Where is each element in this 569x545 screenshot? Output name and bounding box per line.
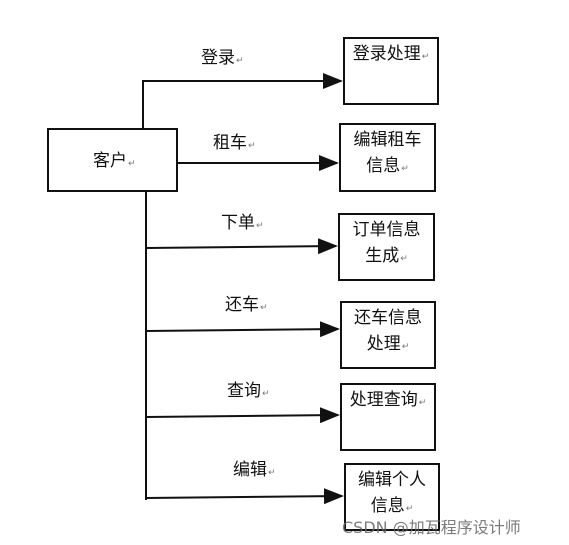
process-box-order: 订单信息生成↵ (338, 213, 435, 281)
process-box-return: 还车信息处理↵ (340, 301, 436, 369)
process-label: 处理查询 (349, 390, 418, 410)
process-box-login: 登录处理↵ (343, 37, 439, 105)
watermark-text: CSDN @加瓦程序设计师 (342, 518, 521, 537)
process-label: 编辑租车信息 (353, 130, 422, 176)
connector-edit (145, 488, 344, 505)
edge-label-query: 查询↵ (227, 381, 270, 401)
edge-label-order: 下单↵ (221, 213, 264, 233)
connector-login (142, 73, 343, 128)
edge-label-return: 还车↵ (225, 295, 268, 315)
process-box-query: 处理查询↵ (340, 383, 436, 451)
process-box-edit: 编辑个人信息↵ (344, 463, 440, 531)
edge-label-rent: 租车↵ (213, 133, 256, 153)
paragraph-mark: ↵ (128, 159, 136, 169)
process-label: 登录处理 (352, 44, 421, 64)
connector-order (145, 238, 338, 255)
edge-label-login: 登录↵ (201, 48, 244, 68)
process-label: 还车信息处理 (354, 308, 422, 354)
connector-query (145, 407, 340, 424)
process-label: 订单信息生成 (352, 220, 421, 266)
connector-return (145, 321, 340, 338)
actor-label: 客户 (93, 151, 127, 171)
process-box-rent: 编辑租车信息↵ (339, 123, 436, 192)
actor-box-customer: 客户↵ (47, 128, 178, 192)
process-label: 编辑个人信息 (358, 470, 426, 516)
edge-label-edit: 编辑↵ (233, 460, 276, 480)
